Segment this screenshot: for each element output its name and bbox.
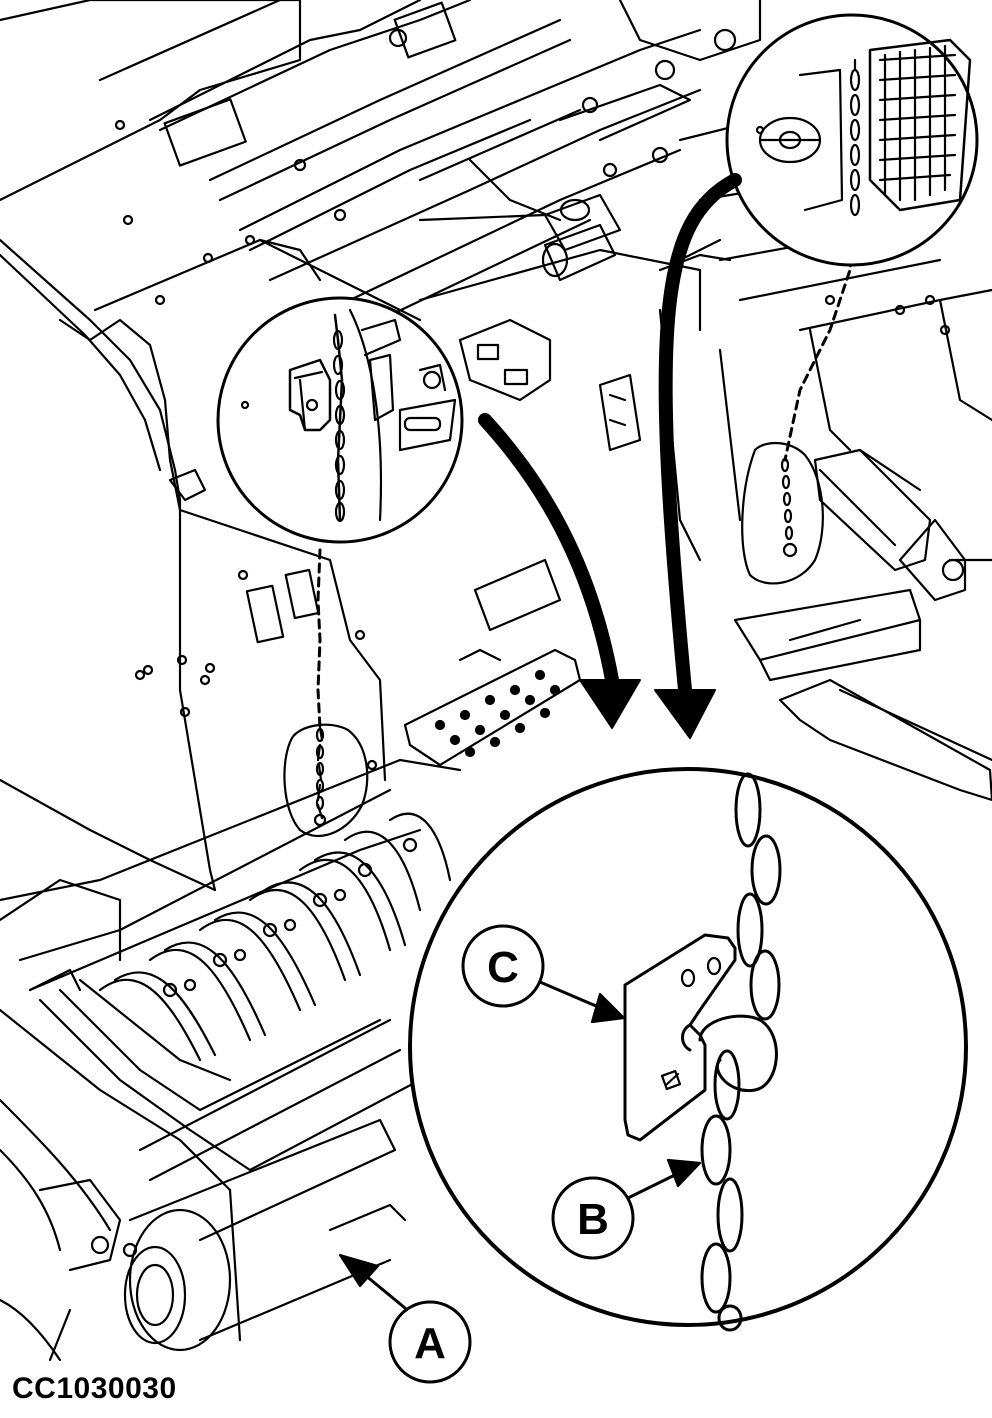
pickup-drum — [0, 1098, 407, 1362]
main-detail-circle — [408, 767, 968, 1332]
valve-block — [418, 238, 732, 452]
detail-inset-left — [216, 296, 464, 544]
left-side-panel — [0, 214, 422, 892]
callout-a-marker — [338, 1253, 472, 1384]
callout-label-b: B — [577, 1195, 609, 1244]
step-plate — [403, 558, 582, 767]
left-chain-storage — [283, 548, 369, 838]
upper-frame — [0, 0, 762, 322]
hydraulic-cylinder — [418, 193, 622, 282]
callout-label-c: C — [487, 943, 519, 992]
callout-label-a: A — [414, 1319, 446, 1368]
detail-pointer-arrows — [478, 173, 742, 739]
figure-id: CC1030030 — [12, 1372, 177, 1405]
drawbar — [733, 448, 992, 802]
pickup-reel — [0, 758, 462, 1192]
right-chain-storage — [741, 228, 857, 585]
detail-inset-right — [725, 13, 979, 267]
